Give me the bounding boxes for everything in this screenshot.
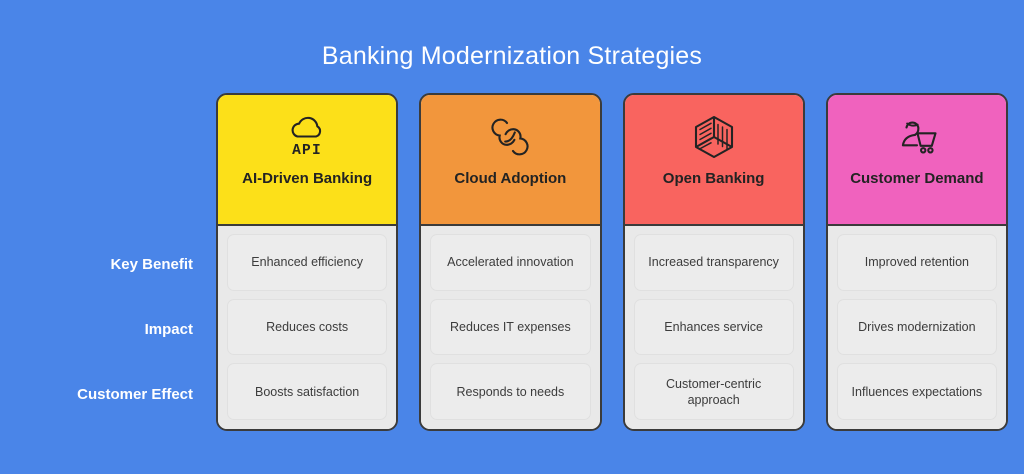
card-title: AI-Driven Banking xyxy=(242,170,373,187)
svg-text:API: API xyxy=(292,143,322,159)
card-body: Increased transparency Enhances service … xyxy=(624,226,803,429)
cell-customer-effect[interactable]: Boosts satisfaction xyxy=(227,363,388,421)
page-title: Banking Modernization Strategies xyxy=(321,42,703,70)
card-title: Open Banking xyxy=(662,170,765,187)
cell-impact[interactable]: Reduces costs xyxy=(227,298,388,356)
card-title: Cloud Adoption xyxy=(454,170,567,187)
row-label-impact: Impact xyxy=(144,321,193,338)
card-title: Customer Demand xyxy=(850,170,984,187)
cell-impact[interactable]: Enhances service xyxy=(633,298,794,356)
strategy-card-list: API AI-Driven Banking Enhanced efficienc… xyxy=(216,93,1008,431)
row-label-rail: Key Benefit Impact Customer Effect xyxy=(0,93,208,431)
row-label-key-benefit: Key Benefit xyxy=(110,256,193,273)
cell-key-benefit[interactable]: Accelerated innovation xyxy=(430,234,591,291)
card-body: Enhanced efficiency Reduces costs Boosts… xyxy=(218,226,397,429)
linked-clouds-icon xyxy=(487,113,533,161)
card-header: Open Banking xyxy=(624,95,803,226)
cell-customer-effect[interactable]: Responds to needs xyxy=(430,363,591,421)
strategy-matrix: Key Benefit Impact Customer Effect API A… xyxy=(0,93,1024,431)
striped-cube-icon xyxy=(692,113,736,161)
row-label-customer-effect: Customer Effect xyxy=(77,386,193,403)
strategy-card-ai-driven-banking[interactable]: API AI-Driven Banking Enhanced efficienc… xyxy=(216,93,399,431)
card-body: Improved retention Drives modernization … xyxy=(827,226,1006,429)
cell-customer-effect[interactable]: Influences expectations xyxy=(836,363,997,421)
card-header: API AI-Driven Banking xyxy=(218,95,397,226)
cell-impact[interactable]: Drives modernization xyxy=(836,298,997,356)
cell-key-benefit[interactable]: Increased transparency xyxy=(633,234,794,291)
card-header: Cloud Adoption xyxy=(421,95,600,226)
cell-key-benefit[interactable]: Enhanced efficiency xyxy=(227,234,388,291)
cell-key-benefit[interactable]: Improved retention xyxy=(836,234,997,291)
card-header: Customer Demand xyxy=(827,95,1006,226)
cell-customer-effect[interactable]: Customer-centric approach xyxy=(633,363,794,421)
shopper-cart-icon xyxy=(893,113,941,161)
cell-impact[interactable]: Reduces IT expenses xyxy=(430,298,591,356)
strategy-card-cloud-adoption[interactable]: Cloud Adoption Accelerated innovation Re… xyxy=(419,93,602,431)
strategy-card-customer-demand[interactable]: Customer Demand Improved retention Drive… xyxy=(825,93,1008,431)
cloud-api-icon: API xyxy=(284,113,330,161)
card-body: Accelerated innovation Reduces IT expens… xyxy=(421,226,600,429)
strategy-card-open-banking[interactable]: Open Banking Increased transparency Enha… xyxy=(622,93,805,431)
